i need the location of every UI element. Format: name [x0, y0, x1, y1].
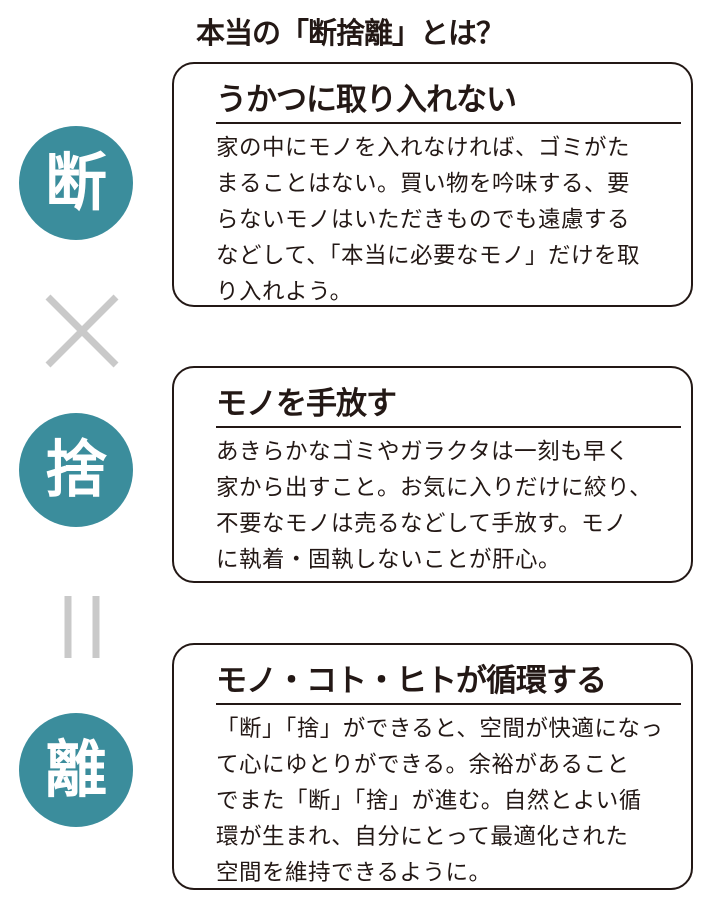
kanji-circle-sha: 捨 — [19, 413, 133, 527]
section-body: 家の中にモノを入れなければ、ゴミがた まることはない。買い物を吟味する、要 らな… — [216, 130, 640, 310]
section-heading: うかつに取り入れない — [216, 82, 517, 118]
body-line: まることはない。買い物を吟味する、要 — [216, 171, 631, 197]
multiply-icon — [45, 294, 119, 368]
body-line: に執着・固執しないことが肝心。 — [216, 547, 562, 573]
body-line: 家から出すこと。お気に入りだけに絞り、 — [216, 475, 653, 501]
section-card-dan: うかつに取り入れない 家の中にモノを入れなければ、ゴミがた まることはない。買い… — [172, 62, 693, 307]
body-line: 家の中にモノを入れなければ、ゴミがた — [216, 135, 631, 161]
equals-icon — [64, 596, 100, 658]
divider — [216, 703, 681, 705]
body-line: 環が生まれ、自分にとって最適化された — [216, 824, 629, 850]
section-heading: モノを手放す — [216, 386, 397, 422]
body-line: 「断」「捨」ができると、空間が快適になっ — [216, 716, 664, 742]
kanji-circle-dan: 断 — [19, 126, 133, 240]
section-body: 「断」「捨」ができると、空間が快適になっ て心にゆとりができる。余裕があること … — [216, 711, 663, 891]
section-heading: モノ・コト・ヒトが循環する — [216, 663, 607, 699]
section-card-sha: モノを手放す あきらかなゴミやガラクタは一刻も早く 家から出すこと。お気に入りだ… — [172, 366, 693, 583]
page-title: 本当の「断捨離」とは？ — [195, 16, 505, 50]
body-line: あきらかなゴミやガラクタは一刻も早く — [216, 439, 630, 465]
body-line: 不要なモノは売るなどして手放す。モノ — [216, 511, 628, 537]
section-card-ri: モノ・コト・ヒトが循環する 「断」「捨」ができると、空間が快適になっ て心にゆと… — [172, 643, 693, 890]
body-line: らないモノはいただきものでも遠慮する — [216, 207, 631, 233]
body-line: り入れよう。 — [216, 279, 353, 305]
body-line: などして、「本当に必要なモノ」だけを取 — [216, 243, 640, 269]
section-body: あきらかなゴミやガラクタは一刻も早く 家から出すこと。お気に入りだけに絞り、 不… — [216, 434, 652, 578]
body-line: て心にゆとりができる。余裕があること — [216, 752, 630, 778]
body-line: 空間を維持できるように。 — [216, 860, 492, 886]
divider — [216, 426, 681, 428]
kanji-circle-ri: 離 — [19, 713, 133, 827]
body-line: でまた「断」「捨」が進む。自然とよい循 — [216, 788, 642, 814]
divider — [216, 122, 681, 124]
